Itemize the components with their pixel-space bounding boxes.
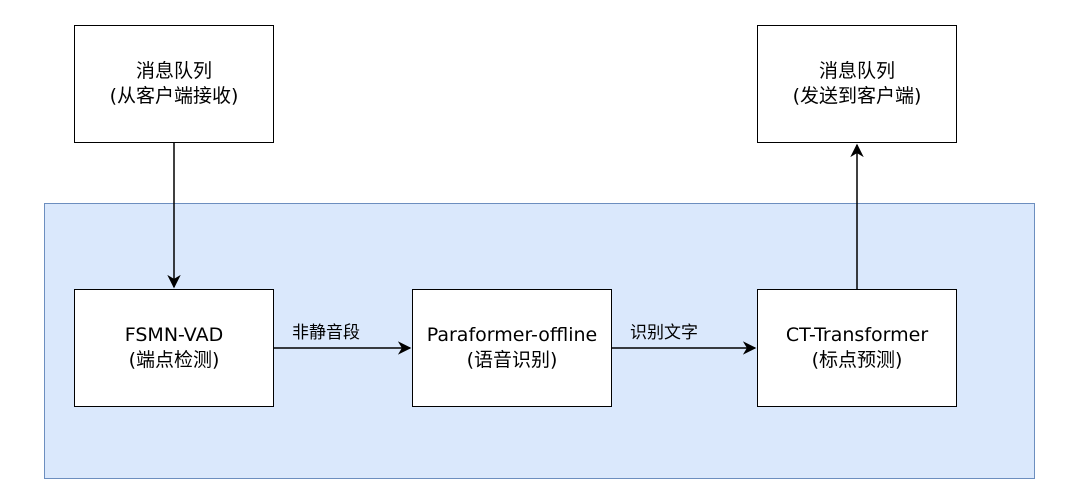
message-queue-input-node: 消息队列 (从客户端接收) xyxy=(74,25,274,143)
node-title: 消息队列 xyxy=(135,60,212,82)
node-subtitle: (端点检测) xyxy=(128,349,220,371)
node-title: CT-Transformer xyxy=(785,324,929,346)
edge-label-recognized-text: 识别文字 xyxy=(630,323,698,343)
node-subtitle: (标点预测) xyxy=(811,349,903,371)
node-title: 消息队列 xyxy=(818,60,895,82)
message-queue-output-node: 消息队列 (发送到客户端) xyxy=(757,25,957,143)
node-subtitle: (语音识别) xyxy=(466,349,558,371)
node-subtitle: (从客户端接收) xyxy=(109,85,239,107)
node-title: FSMN-VAD xyxy=(124,324,224,346)
node-subtitle: (发送到客户端) xyxy=(792,85,922,107)
node-title: Paraformer-offline xyxy=(426,324,598,346)
fsmn-vad-node: FSMN-VAD (端点检测) xyxy=(74,289,274,407)
ct-transformer-node: CT-Transformer (标点预测) xyxy=(757,289,957,407)
edge-label-non-silence: 非静音段 xyxy=(292,323,360,343)
paraformer-node: Paraformer-offline (语音识别) xyxy=(412,289,612,407)
